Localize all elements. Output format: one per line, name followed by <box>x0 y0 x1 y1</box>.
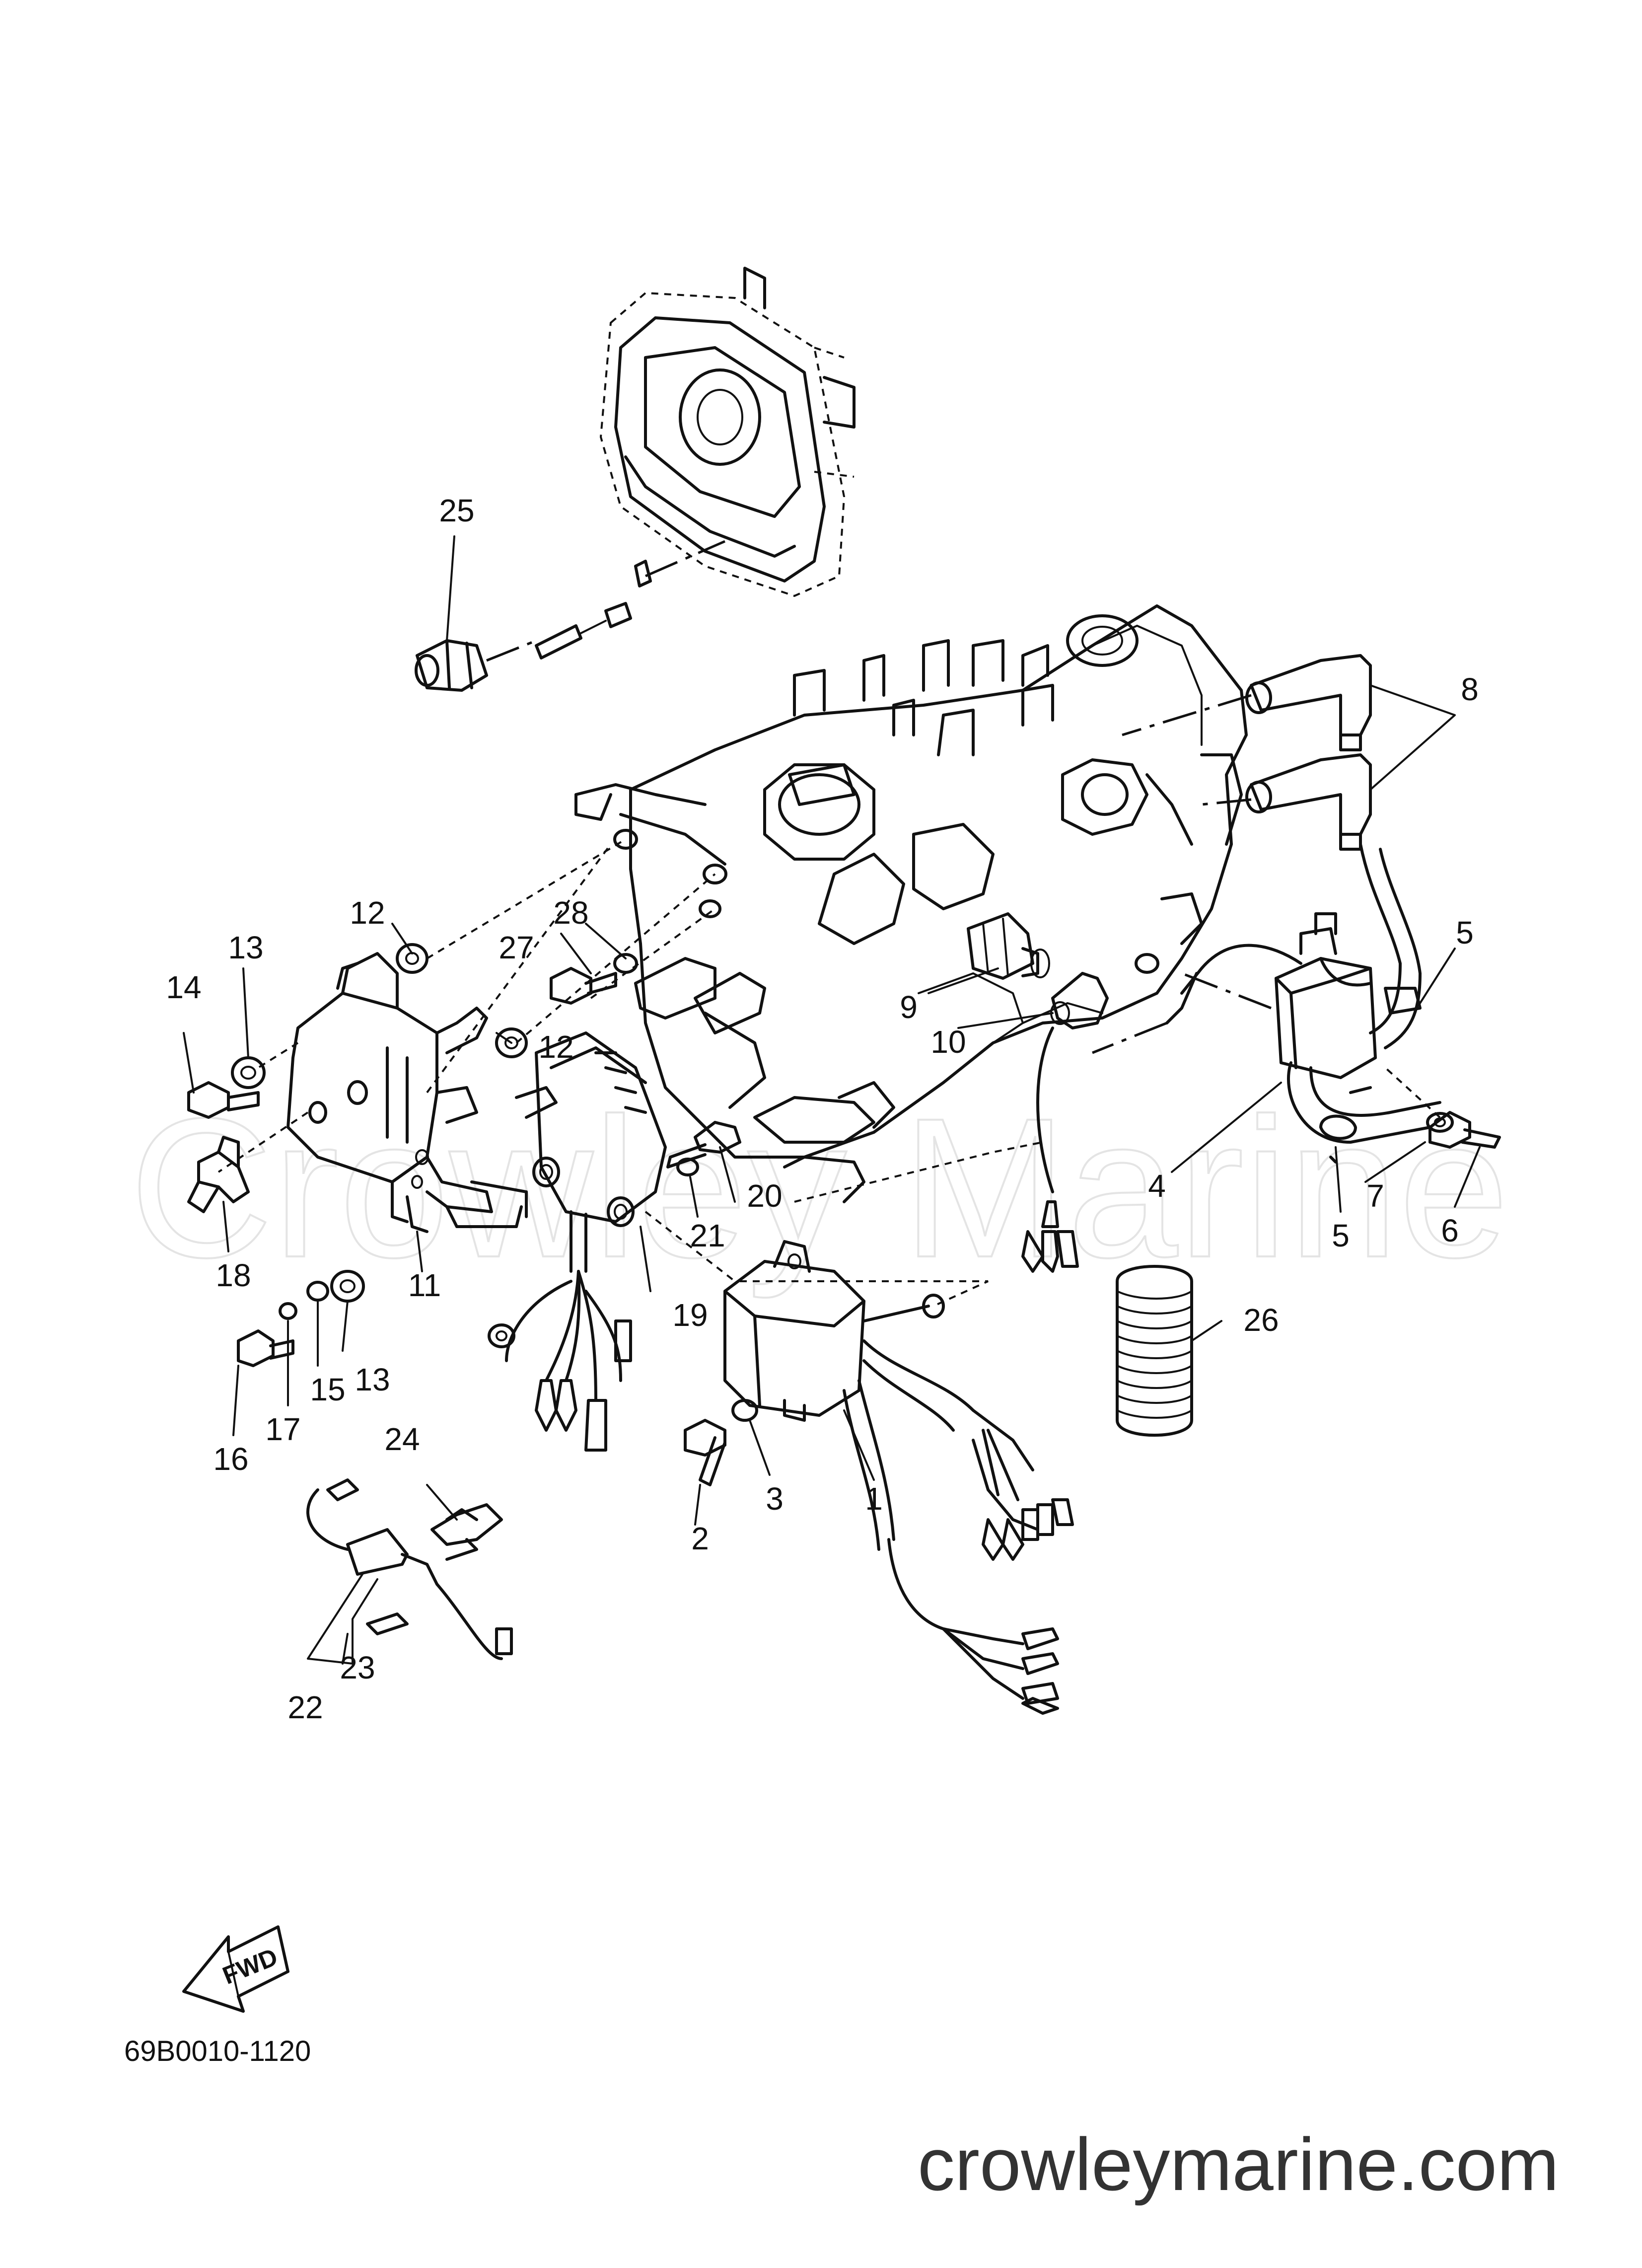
leader-lines <box>183 535 1481 1665</box>
callout-12a: 12 <box>350 895 385 931</box>
callout-5a: 5 <box>1456 915 1474 951</box>
part-10-cap <box>1021 972 1109 1273</box>
callout-19: 19 <box>672 1297 708 1333</box>
callout-13b: 13 <box>355 1362 390 1397</box>
callout-22: 22 <box>287 1689 323 1725</box>
callout-9: 9 <box>900 989 918 1025</box>
callout-3: 3 <box>766 1481 784 1517</box>
part-20-bolt <box>666 1121 741 1176</box>
callout-21: 21 <box>690 1218 725 1253</box>
callout-14: 14 <box>166 969 201 1005</box>
fwd-arrow-icon: FWD <box>182 1925 289 2013</box>
watermark: Crowley Marine <box>130 1077 1509 1300</box>
callout-1: 1 <box>865 1481 883 1517</box>
part-cover-housing <box>599 267 856 597</box>
callout-24: 24 <box>384 1421 420 1457</box>
part-8-plug-caps <box>1122 654 1372 851</box>
callout-28: 28 <box>553 895 588 931</box>
callout-12b: 12 <box>538 1029 573 1065</box>
callout-16: 16 <box>213 1441 248 1477</box>
callout-5b: 5 <box>1332 1218 1350 1253</box>
callout-27: 27 <box>499 930 534 965</box>
part-25-switch <box>415 540 726 692</box>
callout-13a: 13 <box>228 930 263 965</box>
callout-8: 8 <box>1461 671 1479 707</box>
part-6-bolt <box>1426 1111 1501 1149</box>
part-2-bolt <box>684 1399 758 1486</box>
callout-25: 25 <box>439 493 474 528</box>
part-19-rectifier <box>488 1031 667 1452</box>
callout-15: 15 <box>310 1372 345 1407</box>
callout-6: 6 <box>1441 1213 1459 1248</box>
callout-7: 7 <box>1366 1178 1384 1214</box>
callout-11: 11 <box>408 1267 441 1303</box>
part-22-fuse-holder <box>306 1478 513 1660</box>
diagram-code: 69B0010-1120 <box>124 2035 311 2067</box>
part-1-cdi-unit <box>723 1240 1074 1715</box>
callout-4: 4 <box>1148 1168 1166 1204</box>
callout-26: 26 <box>1243 1302 1279 1338</box>
part-26-hose <box>1116 1265 1193 1437</box>
callout-18: 18 <box>215 1257 251 1293</box>
part-11-bracket <box>286 952 558 1233</box>
callout-2: 2 <box>691 1521 709 1556</box>
part-9-thermo-switch <box>967 912 1050 980</box>
callout-10: 10 <box>930 1024 966 1060</box>
callout-20: 20 <box>747 1178 782 1214</box>
part-18-clamp <box>187 1136 250 1213</box>
callout-17: 17 <box>265 1411 300 1447</box>
callout-23: 23 <box>340 1650 375 1685</box>
part-4-ignition-coil <box>1092 843 1441 1164</box>
callout-labels: 1 2 3 4 5 5 6 7 8 9 10 11 12 12 13 13 14… <box>166 493 1478 1725</box>
website-text: crowleymarine.com <box>918 2122 1559 2206</box>
